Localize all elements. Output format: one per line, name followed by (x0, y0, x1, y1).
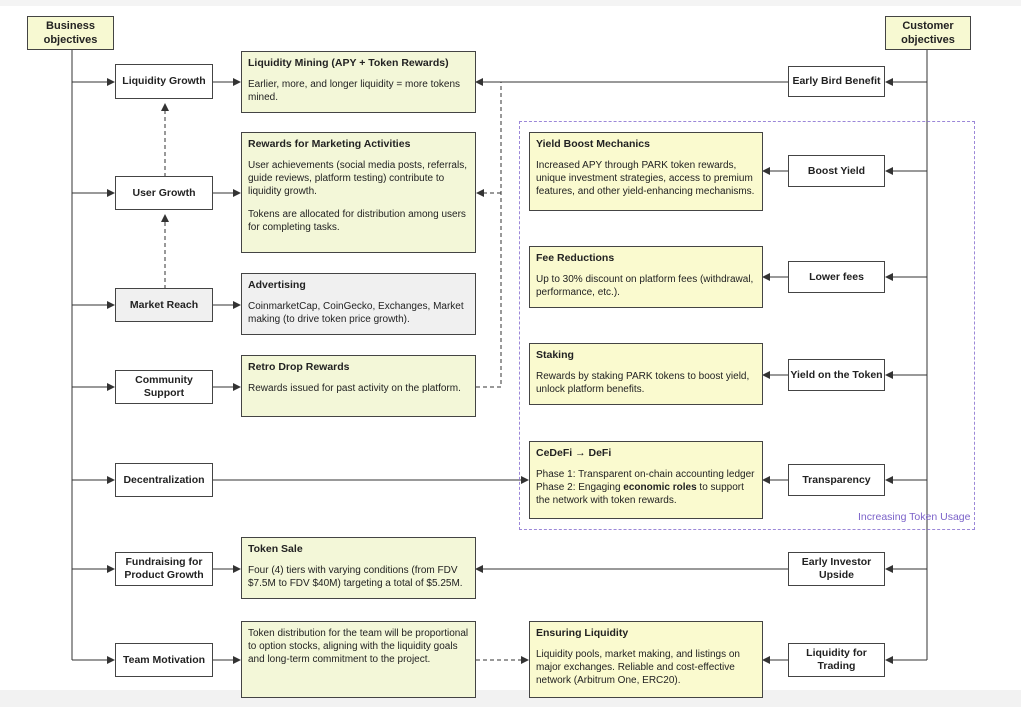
customer-item-lower-fees: Lower fees (788, 261, 885, 293)
card-fee-reductions: Fee Reductions Up to 30% discount on pla… (529, 246, 763, 308)
card-staking: Staking Rewards by staking PARK tokens t… (529, 343, 763, 405)
card-yield-boost: Yield Boost Mechanics Increased APY thro… (529, 132, 763, 211)
card-title: Staking (536, 349, 574, 361)
card-retro-drop: Retro Drop Rewards Rewards issued for pa… (241, 355, 476, 417)
card-text: CoinmarketCap, CoinGecko, Exchanges, Mar… (248, 301, 464, 325)
business-item-decentralization: Decentralization (115, 463, 213, 497)
card-text-phase2: Phase 2: Engaging economic roles to supp… (536, 481, 756, 507)
card-token-sale: Token Sale Four (4) tiers with varying c… (241, 537, 476, 599)
card-text: Rewards issued for past activity on the … (248, 383, 461, 394)
card-title: Retro Drop Rewards (248, 361, 350, 373)
customer-item-yield-on-token: Yield on the Token (788, 359, 885, 391)
phase2-text-end: to support the network with token reward… (536, 482, 744, 506)
card-marketing-rewards: Rewards for Marketing Activities User ac… (241, 132, 476, 253)
business-item-fundraising: Fundraising for Product Growth (115, 552, 213, 586)
card-title: Ensuring Liquidity (536, 627, 629, 639)
card-text: Liquidity pools, market making, and list… (536, 649, 740, 686)
card-advertising: Advertising CoinmarketCap, CoinGecko, Ex… (241, 273, 476, 335)
card-text: Token distribution for the team will be … (248, 628, 469, 665)
card-text: Earlier, more, and longer liquidity = mo… (248, 79, 461, 103)
card-ensuring-liquidity: Ensuring Liquidity Liquidity pools, mark… (529, 621, 763, 698)
card-team-distribution: Token distribution for the team will be … (241, 621, 476, 698)
business-item-team-motivation: Team Motivation (115, 643, 213, 677)
business-item-community-support: Community Support (115, 370, 213, 404)
business-item-market-reach: Market Reach (115, 288, 213, 322)
card-title: Liquidity Mining (APY + Token Rewards) (248, 57, 449, 69)
customer-item-boost-yield: Boost Yield (788, 155, 885, 187)
customer-item-early-investor: Early Investor Upside (788, 552, 885, 586)
card-text: Tokens are allocated for distribution am… (248, 209, 466, 233)
customer-item-early-bird: Early Bird Benefit (788, 66, 885, 97)
card-title: Token Sale (248, 543, 303, 555)
phase2-bold: economic roles (623, 482, 697, 493)
card-text: Rewards by staking PARK tokens to boost … (536, 371, 750, 395)
top-shade (0, 0, 1021, 6)
business-objectives-header: Business objectives (27, 16, 114, 50)
card-text: Four (4) tiers with varying conditions (… (248, 565, 463, 589)
card-text: User achievements (social media posts, r… (248, 160, 467, 197)
card-title: CeDeFi → DeFi (536, 447, 612, 459)
business-item-user-growth: User Growth (115, 176, 213, 210)
card-title: Rewards for Marketing Activities (248, 138, 411, 150)
customer-item-liquidity-trading: Liquidity for Trading (788, 643, 885, 677)
phase2-text: Phase 2: Engaging (536, 482, 624, 493)
customer-item-transparency: Transparency (788, 464, 885, 496)
token-usage-zone (519, 121, 975, 530)
card-title: Fee Reductions (536, 252, 615, 264)
card-text: Increased APY through PARK token rewards… (536, 160, 755, 197)
card-liquidity-mining: Liquidity Mining (APY + Token Rewards) E… (241, 51, 476, 113)
dashed-retro-link (476, 82, 502, 388)
card-title: Advertising (248, 279, 306, 291)
business-item-liquidity-growth: Liquidity Growth (115, 64, 213, 99)
card-title: Yield Boost Mechanics (536, 138, 650, 150)
card-text: Phase 1: Transparent on-chain accounting… (536, 469, 755, 480)
card-text: Up to 30% discount on platform fees (wit… (536, 274, 754, 298)
token-usage-label: Increasing Token Usage (858, 511, 971, 523)
card-cedefi-defi: CeDeFi → DeFi Phase 1: Transparent on-ch… (529, 441, 763, 519)
customer-objectives-header: Customer objectives (885, 16, 971, 50)
